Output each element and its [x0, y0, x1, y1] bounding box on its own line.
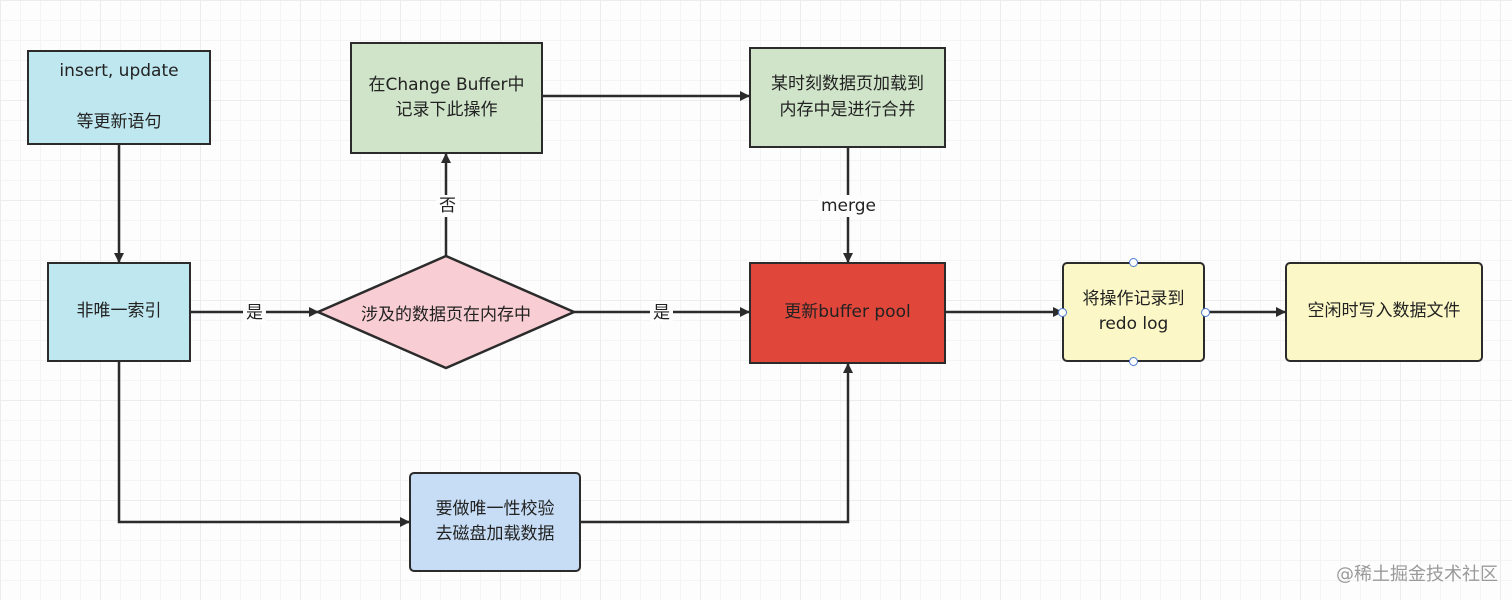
edge-index-to-uniquecheck	[117, 362, 410, 527]
node-page-in-memory-text: 涉及的数据页在内存中	[361, 304, 531, 325]
connection-handle-right[interactable]	[1201, 308, 1210, 317]
node-write-data-file: 空闲时写入数据文件	[1285, 262, 1483, 362]
node-non-unique-index: 非唯一索引	[47, 262, 191, 362]
edge-label-yes-index: 是	[243, 302, 266, 324]
edge-label-merge: merge	[818, 195, 879, 217]
connection-handle-left[interactable]	[1058, 308, 1067, 317]
node-change-buffer: 在Change Buffer中 记录下此操作	[350, 42, 543, 154]
node-unique-check-text: 要做唯一性校验 去磁盘加载数据	[435, 498, 555, 545]
connection-handle-bottom[interactable]	[1129, 357, 1138, 366]
edge-label-yes-diamond: 是	[650, 302, 673, 324]
edge-label-no: 否	[436, 195, 459, 217]
node-load-merge-text: 某时刻数据页加载到 内存中是进行合并	[771, 74, 924, 120]
watermark: @稀土掘金技术社区	[1336, 560, 1498, 586]
node-write-data-file-text: 空闲时写入数据文件	[1307, 301, 1461, 322]
node-non-unique-index-text: 非唯一索引	[76, 301, 162, 322]
node-update-buffer-pool: 更新buffer pool	[749, 262, 946, 364]
node-unique-check: 要做唯一性校验 去磁盘加载数据	[409, 472, 581, 572]
watermark-text: @稀土掘金技术社区	[1336, 564, 1498, 585]
node-insert-update: insert, update 等更新语句	[27, 50, 211, 145]
node-redo-log-text: 将操作记录到 redo log	[1082, 288, 1185, 335]
decision-diamond-shape	[314, 254, 578, 370]
connection-handle-top[interactable]	[1129, 258, 1138, 267]
edge-uniquecheck-to-bufferpool	[581, 363, 853, 524]
node-redo-log: 将操作记录到 redo log	[1062, 262, 1205, 362]
node-insert-update-text: insert, update 等更新语句	[59, 61, 179, 133]
node-load-merge: 某时刻数据页加载到 内存中是进行合并	[749, 47, 946, 148]
node-update-buffer-pool-text: 更新buffer pool	[784, 302, 911, 323]
node-change-buffer-text: 在Change Buffer中 记录下此操作	[368, 74, 525, 121]
node-page-in-memory: 涉及的数据页在内存中	[330, 292, 562, 332]
